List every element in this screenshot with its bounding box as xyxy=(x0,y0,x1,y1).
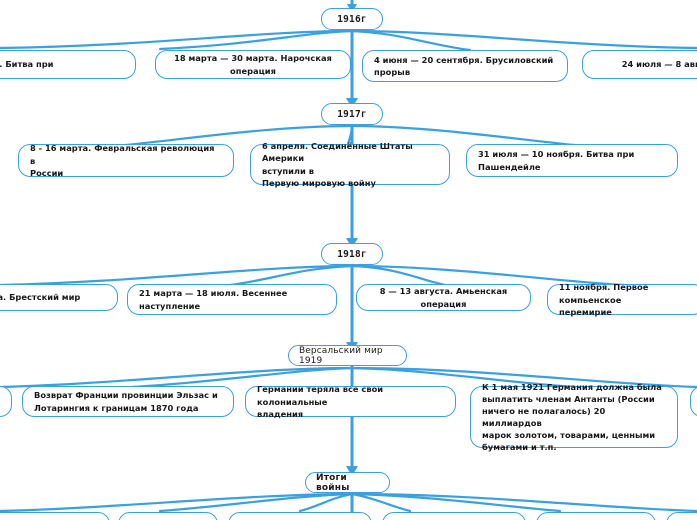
leaf-results-2[interactable] xyxy=(228,512,372,520)
leaf-1916-0-text: 8 декабря. Битва при xyxy=(0,59,54,70)
leaf-versailles-2[interactable]: Германии теряла все свои колониальные вл… xyxy=(245,384,456,419)
leaf-results-0[interactable] xyxy=(0,512,110,520)
leaf-versailles-0[interactable] xyxy=(0,386,12,417)
leaf-1916-1[interactable]: 18 марта — 30 марта. Нарочская операция xyxy=(155,50,351,79)
leaf-results-5[interactable] xyxy=(666,512,697,520)
leaf-1916-3-text: 24 июля — 8 августа. Би xyxy=(621,59,697,70)
spine-node-results-label: Итоги войны xyxy=(316,472,350,493)
spine-node-versailles-label: Версальский мир 1919 xyxy=(299,345,383,366)
leaf-1918-0[interactable]: 3 марта. Брестский мир xyxy=(0,284,118,311)
spine-node-results[interactable]: Итоги войны xyxy=(305,472,390,493)
leaf-1917-0[interactable]: 8 - 16 марта. Февральская революция в Ро… xyxy=(18,143,234,178)
leaf-1916-2[interactable]: 4 июня — 20 сентября. Брусиловский проры… xyxy=(362,50,568,82)
spine-node-1916[interactable]: 1916г xyxy=(321,8,383,30)
leaf-versailles-1[interactable]: Возврат Франции провинции Эльзас и Лотар… xyxy=(22,386,234,417)
leaf-1917-2-text: 31 июля — 10 ноября. Битва при Пашендейл… xyxy=(478,149,635,172)
spine-node-1917[interactable]: 1917г xyxy=(321,103,383,125)
leaf-1918-3-text: 11 ноября. Первое компьенское перемирие xyxy=(559,282,649,317)
leaf-1917-2[interactable]: 31 июля — 10 ноября. Битва при Пашендейл… xyxy=(466,144,678,177)
leaf-results-4[interactable] xyxy=(536,512,656,520)
spine-node-1917-label: 1917г xyxy=(337,108,367,120)
leaf-1916-3[interactable]: 24 июля — 8 августа. Би xyxy=(582,50,697,79)
spine-node-versailles[interactable]: Версальский мир 1919 xyxy=(288,345,407,366)
leaf-1918-2[interactable]: 8 — 13 августа. Амьенская операция xyxy=(356,284,531,311)
leaf-results-3[interactable] xyxy=(382,512,526,520)
leaf-versailles-1-text: Возврат Франции провинции Эльзас и Лотар… xyxy=(34,390,218,413)
leaf-1916-2-text: 4 июня — 20 сентября. Брусиловский проры… xyxy=(374,54,554,77)
leaf-1918-3[interactable]: 11 ноября. Первое компьенское перемирие xyxy=(547,282,697,317)
leaf-versailles-2-text: Германии теряла все свои колониальные вл… xyxy=(257,384,384,419)
leaf-versailles-3-text: К 1 мая 1921 Германия должна была выплат… xyxy=(482,381,662,453)
spine-node-1918-label: 1918г xyxy=(337,248,367,260)
spine-node-1916-label: 1916г xyxy=(337,13,367,25)
leaf-1918-1-text: 21 марта — 18 июля. Весеннее наступление xyxy=(139,288,288,311)
leaf-1917-0-text: 8 - 16 марта. Февральская революция в Ро… xyxy=(30,143,215,178)
leaf-results-1[interactable] xyxy=(118,512,218,520)
leaf-1917-1[interactable]: 6 апреля. Соединённые Штаты Америки всту… xyxy=(250,141,450,188)
leaf-versailles-4[interactable] xyxy=(690,386,697,417)
spine-node-1918[interactable]: 1918г xyxy=(321,243,383,265)
leaf-versailles-3[interactable]: К 1 мая 1921 Германия должна была выплат… xyxy=(470,382,678,452)
leaf-1916-1-text: 18 марта — 30 марта. Нарочская операция xyxy=(174,53,332,76)
leaf-1918-0-text: 3 марта. Брестский мир xyxy=(0,292,81,303)
leaf-1917-1-text: 6 апреля. Соединённые Штаты Америки всту… xyxy=(262,141,413,188)
leaf-1916-0[interactable]: 8 декабря. Битва при xyxy=(0,50,136,79)
leaf-1918-2-text: 8 — 13 августа. Амьенская операция xyxy=(379,286,508,309)
leaf-1918-1[interactable]: 21 марта — 18 июля. Весеннее наступление xyxy=(127,284,337,315)
